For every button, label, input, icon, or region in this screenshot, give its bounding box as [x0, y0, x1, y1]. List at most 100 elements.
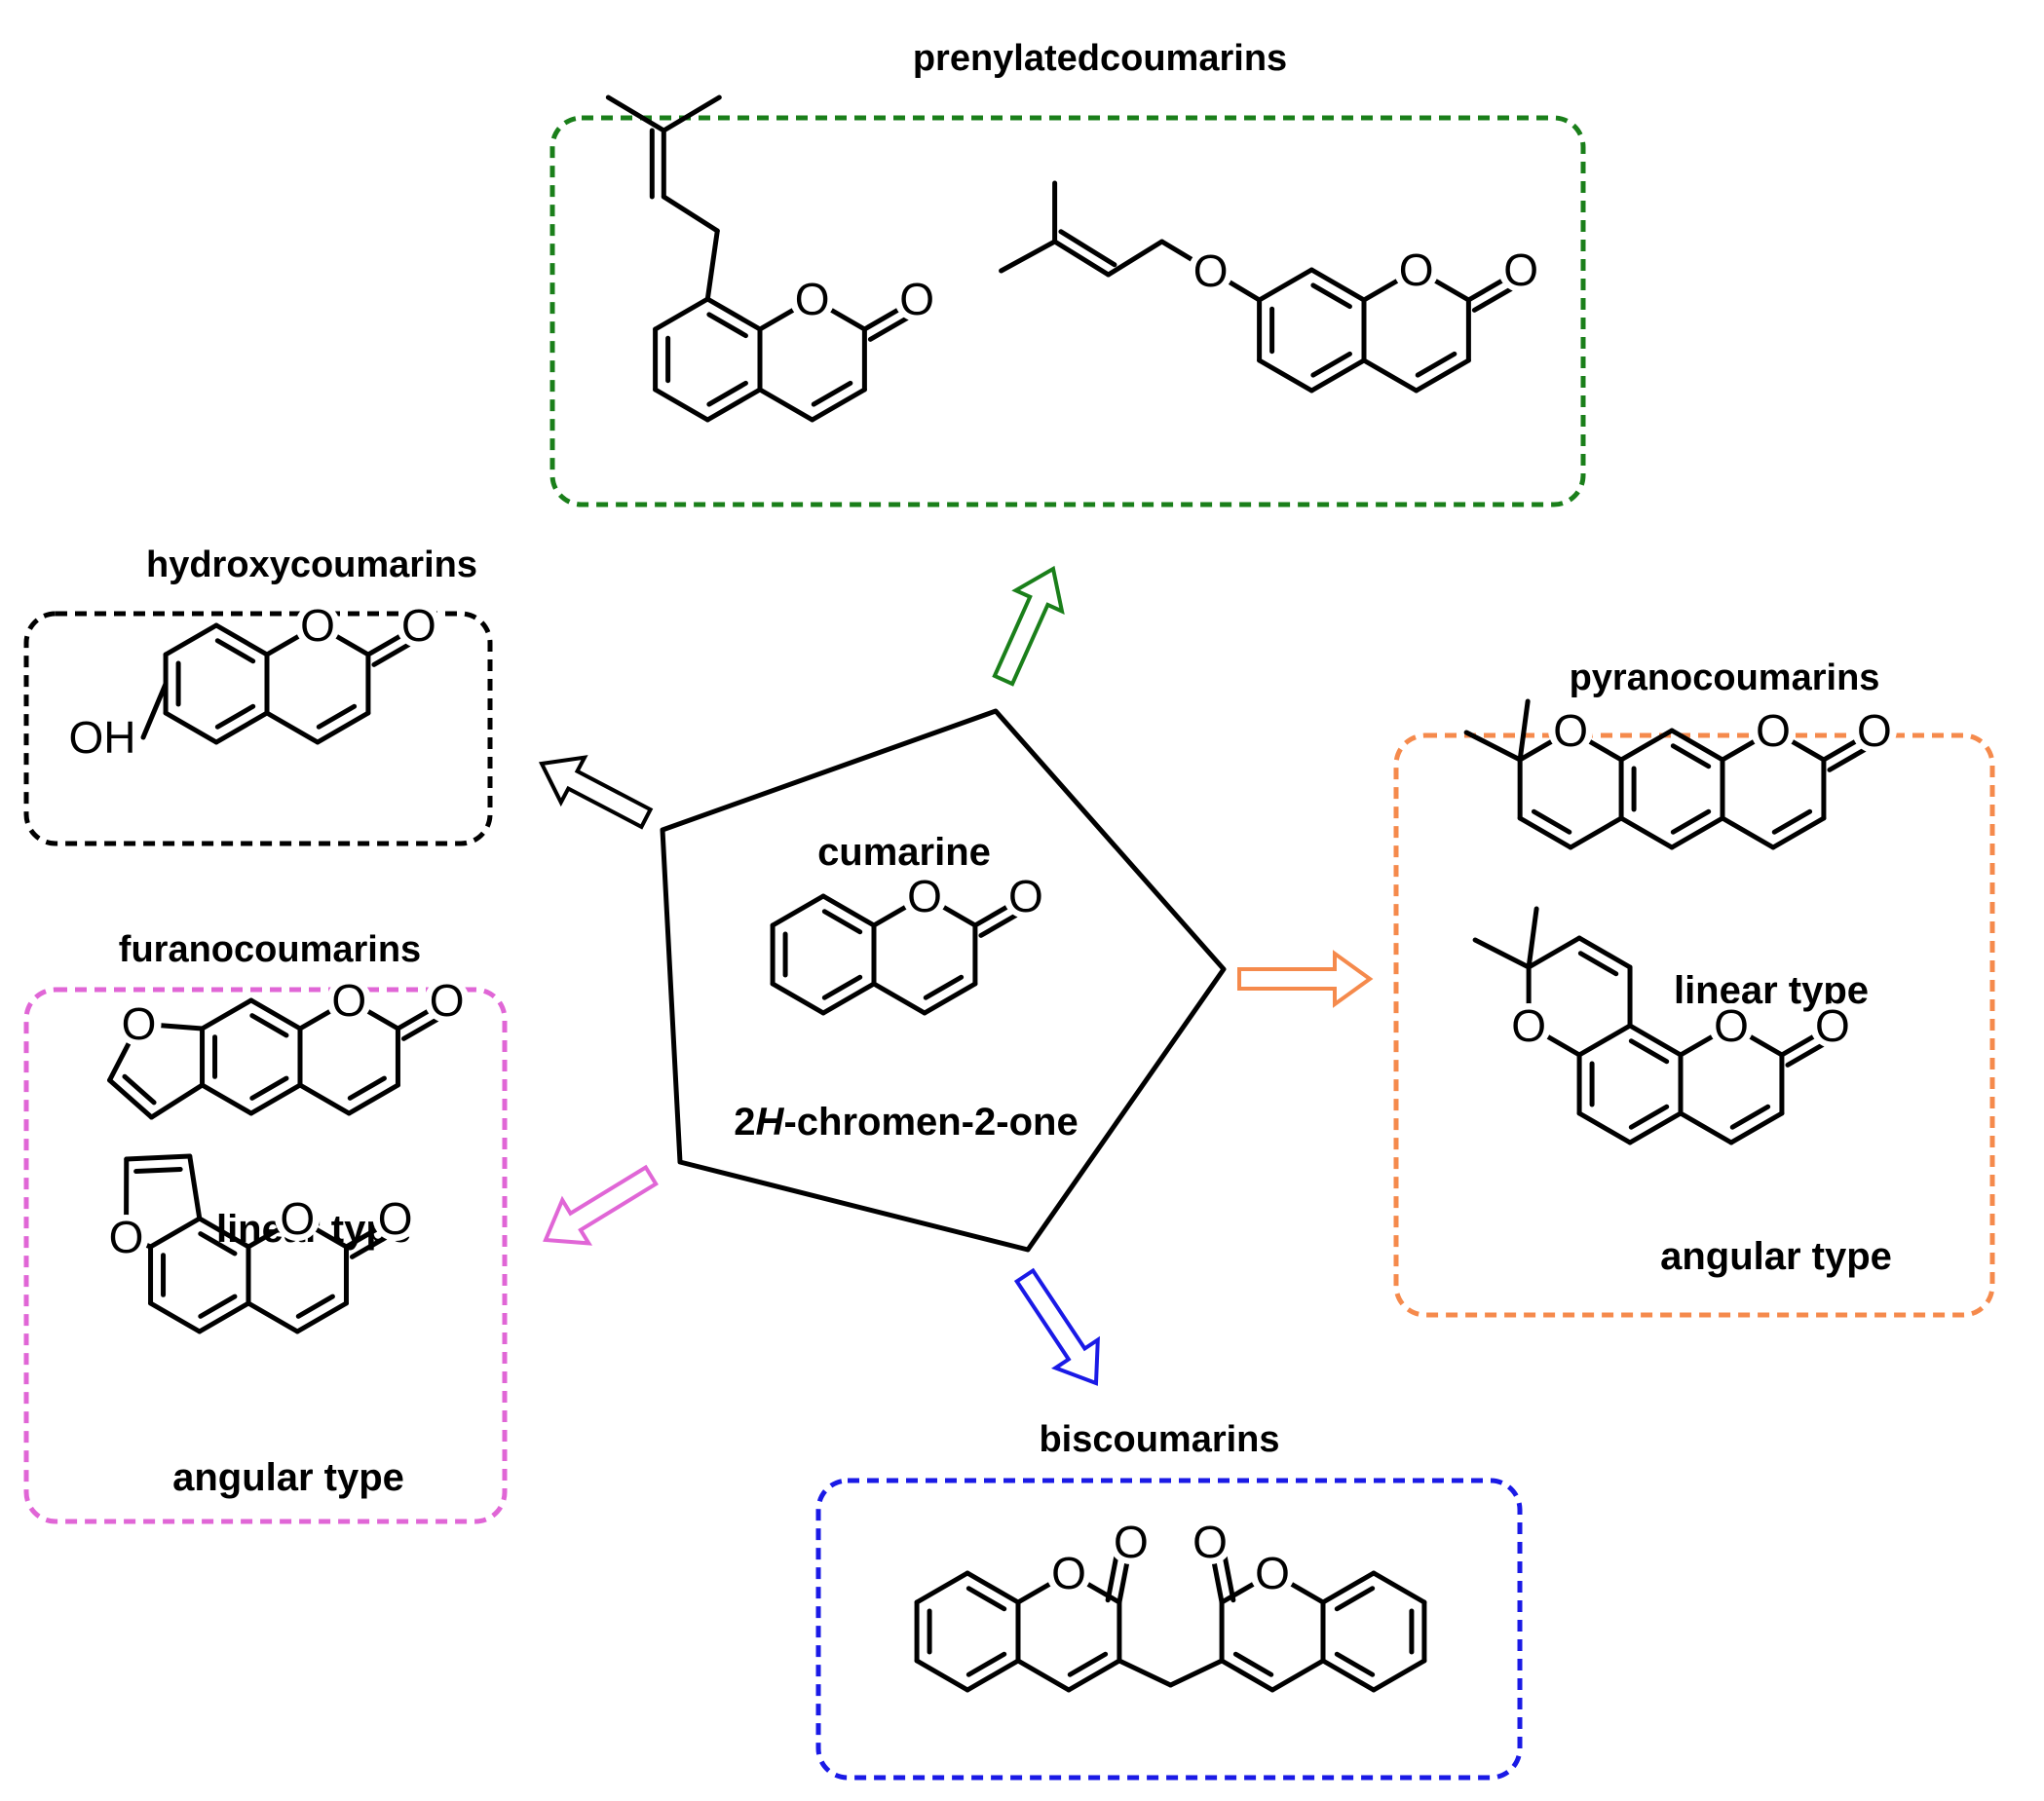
oxygen-atom-label: O	[122, 998, 157, 1049]
methylene-bridge	[1117, 1658, 1173, 1688]
atom-mask	[1548, 708, 1594, 753]
bond	[1257, 267, 1314, 303]
double-bond-inner	[1670, 743, 1712, 769]
oxygen-atom-label: O	[1255, 1548, 1290, 1598]
bond	[124, 1153, 193, 1162]
bond	[704, 296, 763, 332]
pyrano-angular-label: angular type	[1660, 1235, 1892, 1278]
arrow-to-pyrano-icon	[1237, 950, 1374, 1008]
bond	[1576, 1110, 1633, 1145]
double-bond-inner	[1729, 1104, 1771, 1130]
double-bond-inner	[965, 1586, 1007, 1612]
oxygen-atom-label: O	[1008, 871, 1043, 921]
double-bond-inner	[965, 1651, 1007, 1677]
center-pentagon	[660, 708, 1227, 1253]
bond	[1320, 1658, 1377, 1693]
bond	[1618, 728, 1675, 763]
arrow-to-bis-icon	[1013, 1267, 1100, 1386]
oxygen-atom-label: O	[1193, 245, 1229, 296]
arrow-to-furano-icon	[543, 1164, 659, 1246]
pyrano-title: pyranocoumarins	[1570, 657, 1880, 698]
double-bond-inner	[1310, 351, 1352, 378]
bond	[820, 981, 877, 1016]
bond	[107, 1077, 155, 1120]
atom-mask	[326, 978, 372, 1023]
oh-bond	[140, 681, 169, 740]
bis-box	[815, 1478, 1523, 1781]
oxygen-atom-label: O	[1815, 1000, 1850, 1051]
bond	[1219, 1658, 1275, 1693]
atom-mask	[1750, 708, 1796, 753]
double-bond-inner	[1310, 282, 1352, 310]
bond	[213, 622, 270, 657]
center-title: cumarine	[817, 831, 991, 874]
atom-mask	[894, 277, 940, 321]
bond	[914, 1570, 970, 1605]
double-bond-inner	[923, 974, 965, 1000]
bonds-layer	[107, 94, 1883, 1693]
prenylated-box	[549, 115, 1586, 507]
bond	[1568, 815, 1624, 850]
bond	[163, 710, 219, 745]
bond	[1371, 1570, 1427, 1605]
oxygen-atom-label: O	[1511, 1000, 1546, 1051]
bond	[820, 893, 877, 928]
arrow-to-hydroxy-icon	[538, 755, 654, 830]
double-bond-inner	[316, 703, 358, 730]
double-bond-inner	[1670, 808, 1712, 835]
bond	[1414, 357, 1471, 394]
double-bond-inner	[1628, 1104, 1670, 1130]
bond	[1015, 1658, 1072, 1693]
atom-mask	[424, 978, 470, 1023]
double-bond-inner	[1771, 808, 1813, 835]
hydroxy-title: hydroxycoumarins	[146, 544, 477, 585]
oxygen-atom-label: O	[331, 975, 366, 1026]
center-iupac-name: 2H-chromen-2-one	[734, 1101, 1078, 1144]
oxygen-atom-label: O	[907, 871, 942, 921]
atom-mask	[103, 1215, 149, 1259]
atom-mask	[1045, 1551, 1091, 1595]
double-bond-inner	[249, 1013, 289, 1038]
bond	[1361, 357, 1419, 394]
bond	[1308, 267, 1367, 303]
prenylated-title: prenylatedcoumarins	[913, 38, 1287, 79]
double-bond-inner	[821, 909, 863, 935]
bond	[1257, 357, 1314, 394]
bond	[1770, 815, 1827, 850]
bond	[315, 710, 371, 745]
bond	[294, 1300, 349, 1334]
bond	[297, 1082, 352, 1116]
double-bond-inner	[1334, 1586, 1376, 1612]
double-bond-inner	[347, 1075, 387, 1101]
bond	[200, 1082, 254, 1116]
bond	[248, 997, 303, 1032]
bond	[1371, 1658, 1427, 1693]
bond	[1066, 1658, 1122, 1693]
double-bond-inner	[706, 380, 748, 407]
bond	[770, 893, 826, 928]
double-bond-inner	[821, 974, 863, 1000]
oxygen-atom-label: O	[1857, 705, 1892, 756]
pyrano-box	[1393, 732, 1995, 1318]
double-bond-inner	[295, 1294, 335, 1319]
bond	[1526, 906, 1539, 970]
bond	[1720, 815, 1776, 850]
bond	[661, 194, 720, 234]
hydroxy-box	[23, 611, 493, 846]
atom-mask	[1188, 248, 1233, 293]
bond	[248, 1082, 303, 1116]
oxygen-atom-label: O	[378, 1193, 413, 1244]
oxygen-atom-label: O	[300, 600, 335, 651]
bond	[197, 1216, 251, 1250]
double-bond-inner	[706, 312, 748, 339]
bond	[1627, 1110, 1684, 1145]
bond	[1576, 935, 1633, 970]
bond	[770, 981, 826, 1016]
arrow-to-prenylated-icon	[992, 565, 1065, 687]
bond	[922, 981, 978, 1016]
double-bond-inner	[1628, 1038, 1670, 1065]
double-bond-inner	[214, 638, 256, 664]
bond	[1627, 1023, 1684, 1058]
bond	[163, 622, 219, 657]
